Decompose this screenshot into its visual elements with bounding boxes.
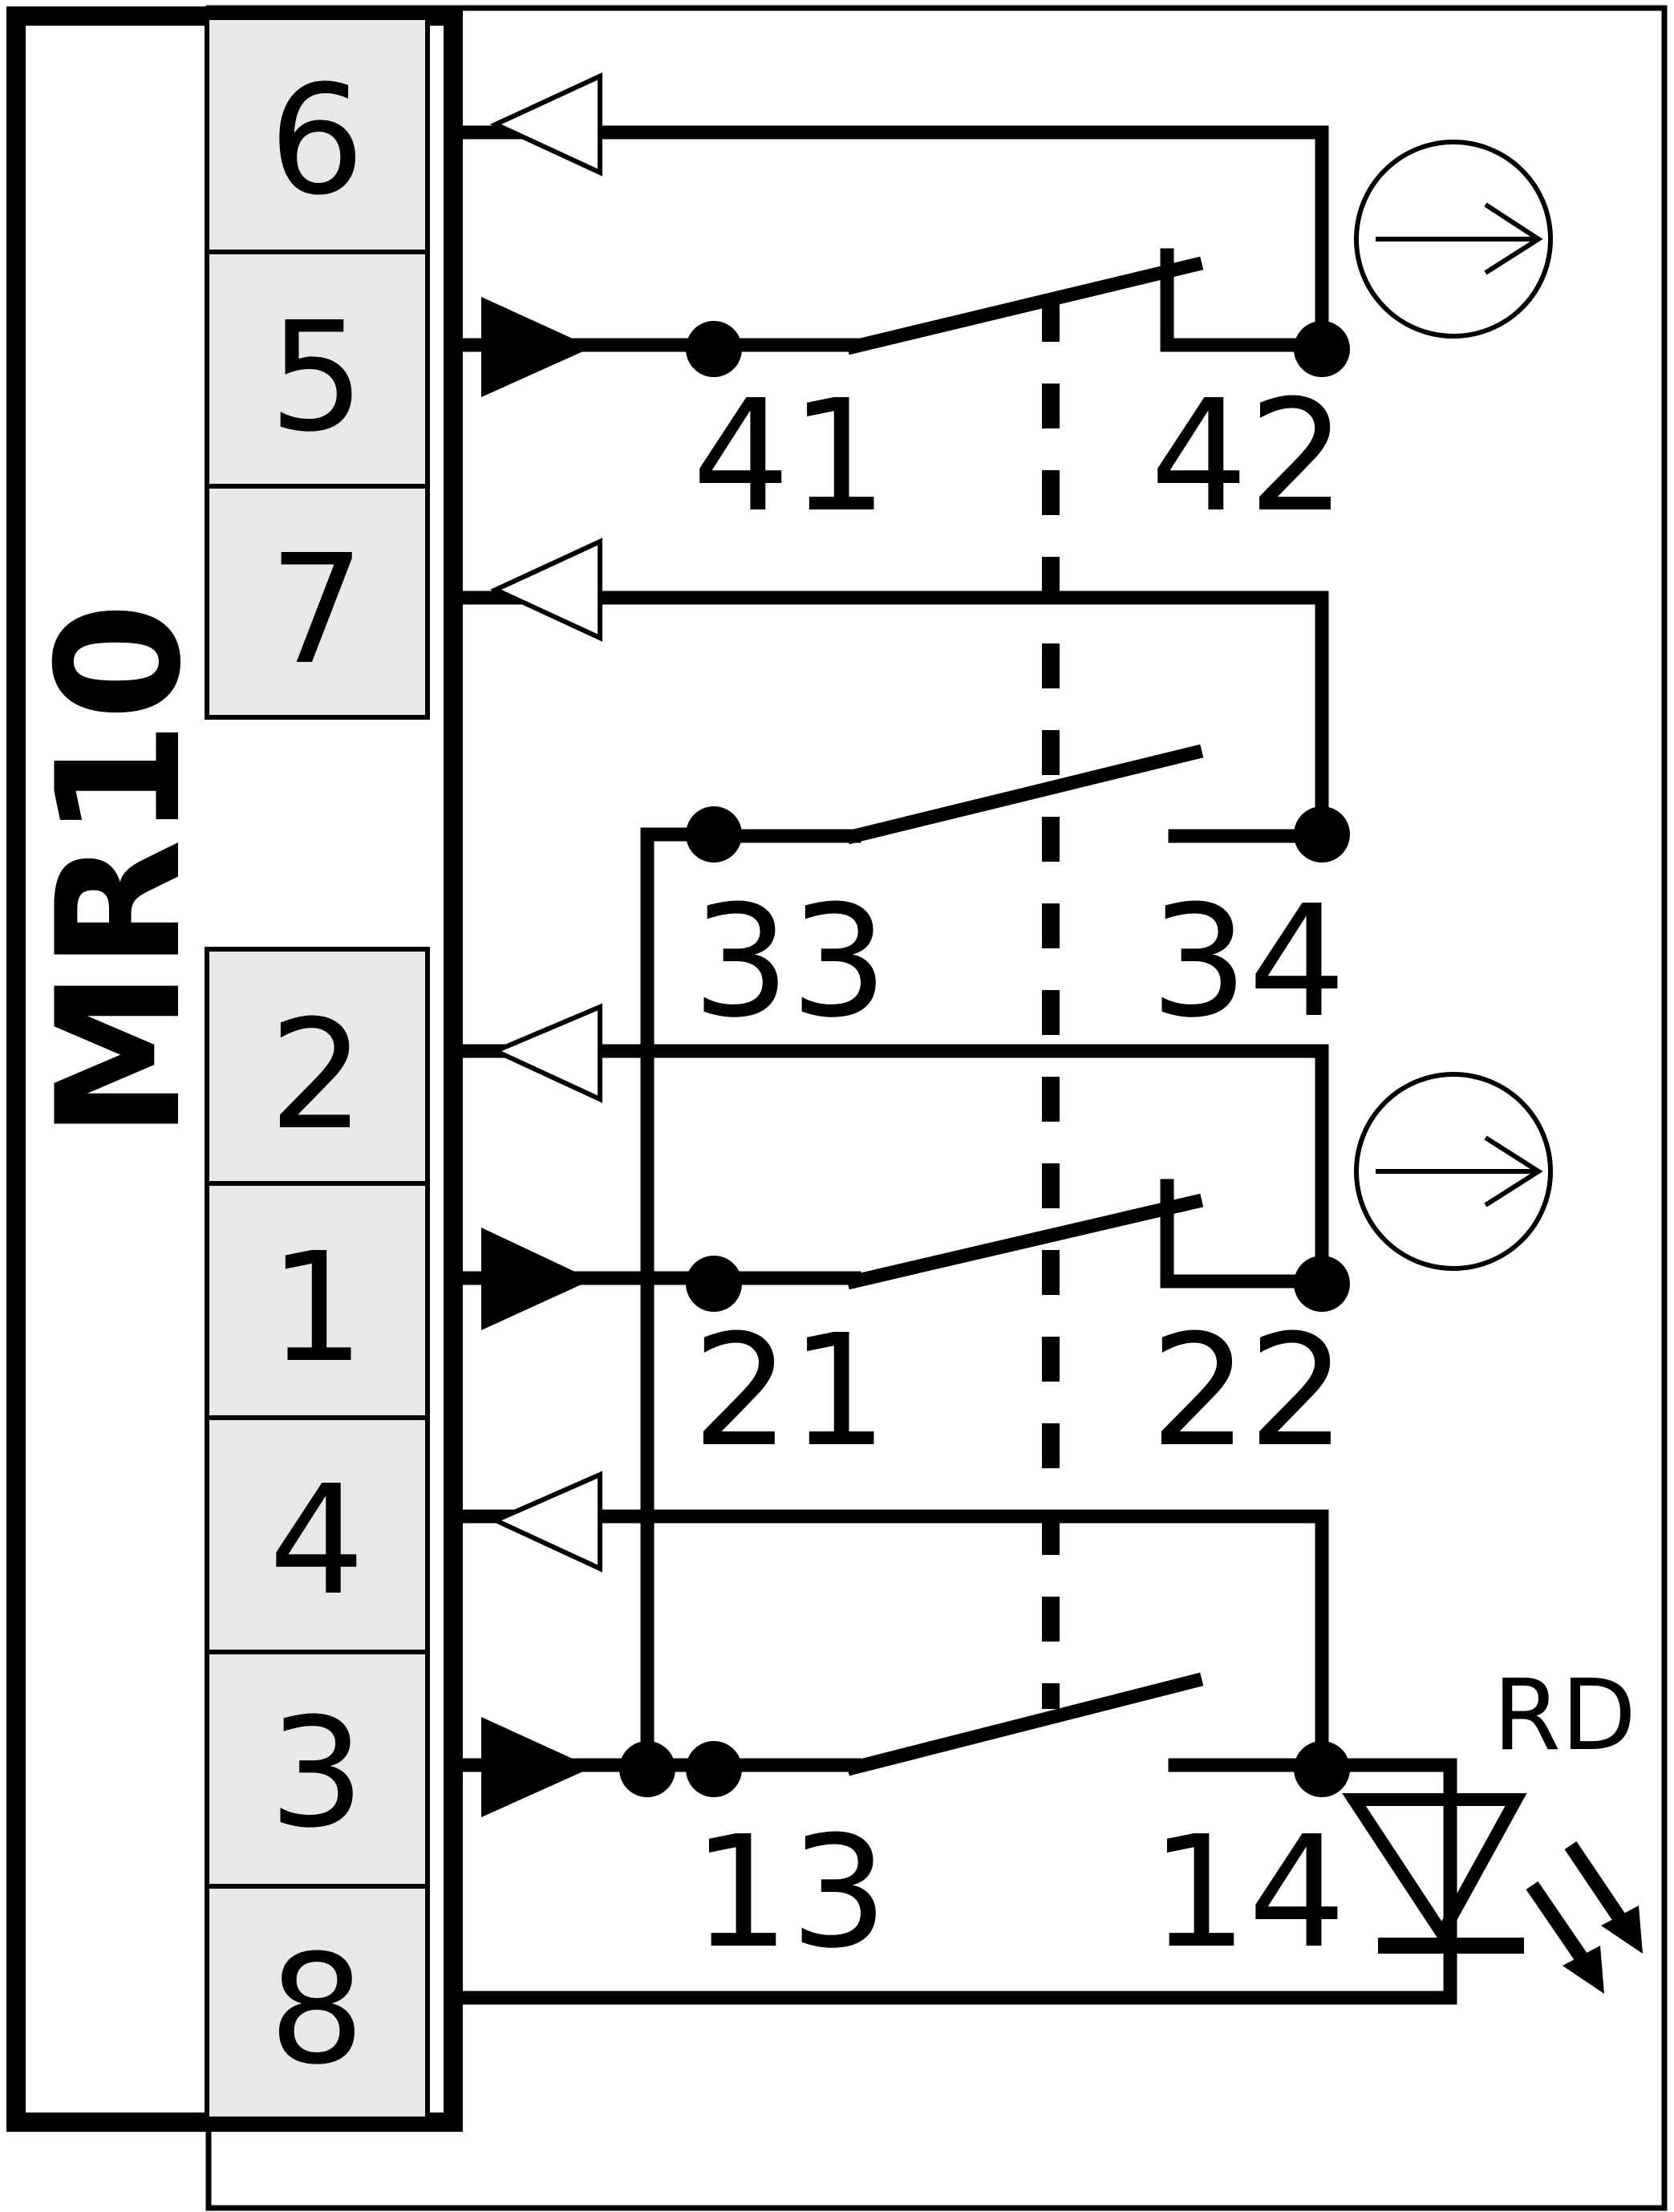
wire-terminal-7 [450,591,1329,842]
output-arrow-icon [489,538,602,642]
output-arrow-icon [489,1003,602,1103]
output-arrow-icon [489,1471,602,1573]
circuit-13-14: 13 14 [450,1471,1457,2005]
nc-contact-blade [845,1193,1204,1290]
contact-node-13 [686,1741,742,1797]
input-arrow-icon [481,1228,592,1330]
contact-node-21 [686,1256,742,1312]
no-contact-arm [845,1672,1204,1776]
led-icon [1342,1793,1643,1994]
contact-label-14: 14 [1150,1804,1346,1983]
nc-contact-hook [1160,248,1329,352]
terminal-8 [205,1884,430,2121]
circuit-21-22: 21 22 [450,1003,1553,1481]
contact-label-13: 13 [692,1804,888,1983]
terminal-3 [205,1650,430,1889]
contact-label-34: 34 [1150,873,1346,1052]
terminal-6-label: 6 [269,53,365,229]
nc-contact-hook [1160,1179,1329,1289]
light-emission-arrow-2 [1564,1841,1643,1954]
positive-opening-icon [1354,1072,1553,1271]
wire-to-led [1315,1758,1457,1957]
input-arrow-icon [481,1717,592,1817]
terminal-4-label: 4 [269,1453,365,1629]
circuit-33-34: 33 34 [450,538,1350,1772]
terminal-2-label: 2 [269,988,365,1163]
circuit-41-42: 41 42 [450,72,1553,546]
wire-terminal-8 [450,1942,1457,2005]
input-arrow-icon [481,297,592,397]
terminal-5 [205,250,430,489]
led-color-label: RD [1493,1658,1636,1772]
terminal-1 [205,1181,430,1420]
terminal-7 [205,484,430,720]
terminal-7-label: 7 [269,522,365,698]
terminal-6 [205,15,430,254]
wire-terminal-4 [450,1509,1329,1772]
terminal-8-label: 8 [269,1922,365,2098]
contact-node-42 [1294,321,1350,377]
module-label: MR10 [20,603,218,1139]
contact-label-33: 33 [692,873,888,1052]
terminal-4 [205,1415,430,1654]
nc-contact-blade [845,256,1204,355]
terminal-block-upper: 6 5 7 [205,15,430,720]
junction-node [619,1741,675,1797]
wire-terminal-6 [450,125,1329,352]
light-emission-arrow-1 [1526,1881,1604,1994]
no-contact-arm [845,744,1204,845]
contact-label-41: 41 [692,367,888,546]
contact-label-42: 42 [1150,367,1346,546]
contact-label-22: 22 [1150,1302,1346,1481]
terminal-5-label: 5 [269,290,365,465]
contact-node-34 [1294,806,1350,862]
contact-node-22 [1294,1256,1350,1312]
terminal-block-lower: 2 1 4 3 8 [205,947,430,2121]
contact-node-41 [686,321,742,377]
terminal-1-label: 1 [269,1220,365,1396]
terminal-3-label: 3 [269,1686,365,1861]
wire-terminal-2 [450,1044,1329,1291]
contact-label-21: 21 [692,1302,888,1481]
positive-opening-icon [1354,140,1553,339]
output-arrow-icon [489,72,602,177]
